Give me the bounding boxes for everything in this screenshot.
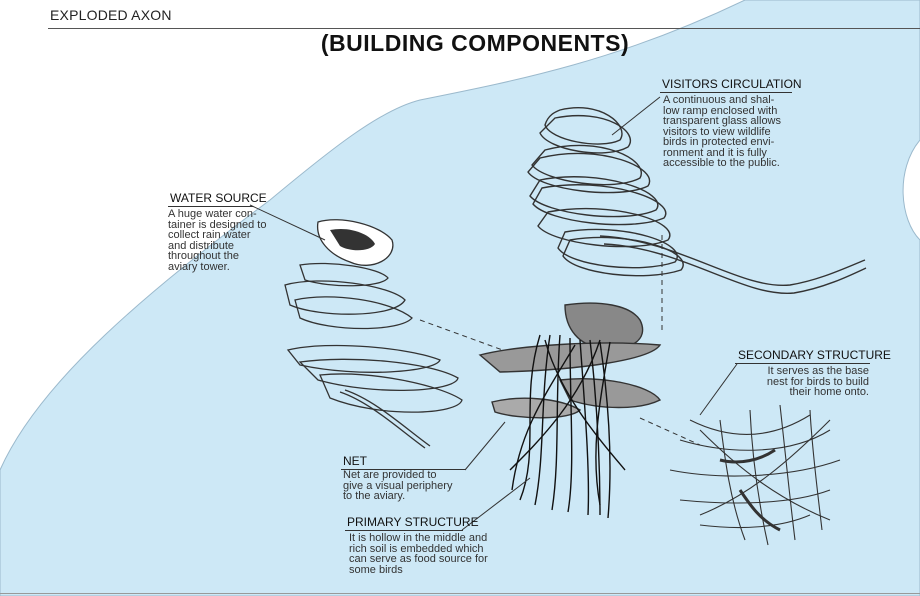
water-underline bbox=[168, 206, 253, 207]
visitors-description: A continuous and shal- low ramp enclosed… bbox=[663, 94, 782, 169]
primary-leader bbox=[461, 477, 531, 531]
primary-underline bbox=[345, 530, 463, 531]
net-label: NET bbox=[343, 454, 367, 468]
primary-description: It is hollow in the middle and rich soil… bbox=[349, 532, 488, 576]
visitors-label: VISITORS CIRCULATION bbox=[662, 77, 802, 91]
primary-structure-drawing bbox=[478, 302, 662, 519]
alignment-dashes bbox=[419, 235, 701, 446]
visitors-ramp-drawing bbox=[527, 107, 867, 294]
section-header: EXPLODED AXON bbox=[50, 7, 172, 23]
water-source-drawing bbox=[284, 219, 463, 449]
secondary-label: SECONDARY STRUCTURE bbox=[738, 348, 891, 362]
net-underline bbox=[341, 469, 466, 470]
primary-label: PRIMARY STRUCTURE bbox=[347, 515, 479, 529]
visitors-leader bbox=[611, 96, 661, 136]
water-leader bbox=[249, 204, 326, 241]
secondary-description: It serves as the base nest for birds to … bbox=[766, 365, 869, 398]
page-title: (BUILDING COMPONENTS) bbox=[320, 30, 630, 56]
visitors-underline bbox=[660, 92, 792, 93]
footer-rule bbox=[0, 593, 920, 594]
water-label: WATER SOURCE bbox=[170, 191, 267, 205]
secondary-structure-drawing bbox=[669, 404, 841, 546]
net-leader bbox=[464, 421, 506, 471]
net-description: Net are provided to give a visual periph… bbox=[343, 469, 453, 502]
header-rule bbox=[48, 28, 920, 29]
secondary-underline bbox=[735, 363, 870, 364]
secondary-leader bbox=[699, 363, 738, 416]
water-description: A huge water con- tainer is designed to … bbox=[168, 208, 267, 273]
